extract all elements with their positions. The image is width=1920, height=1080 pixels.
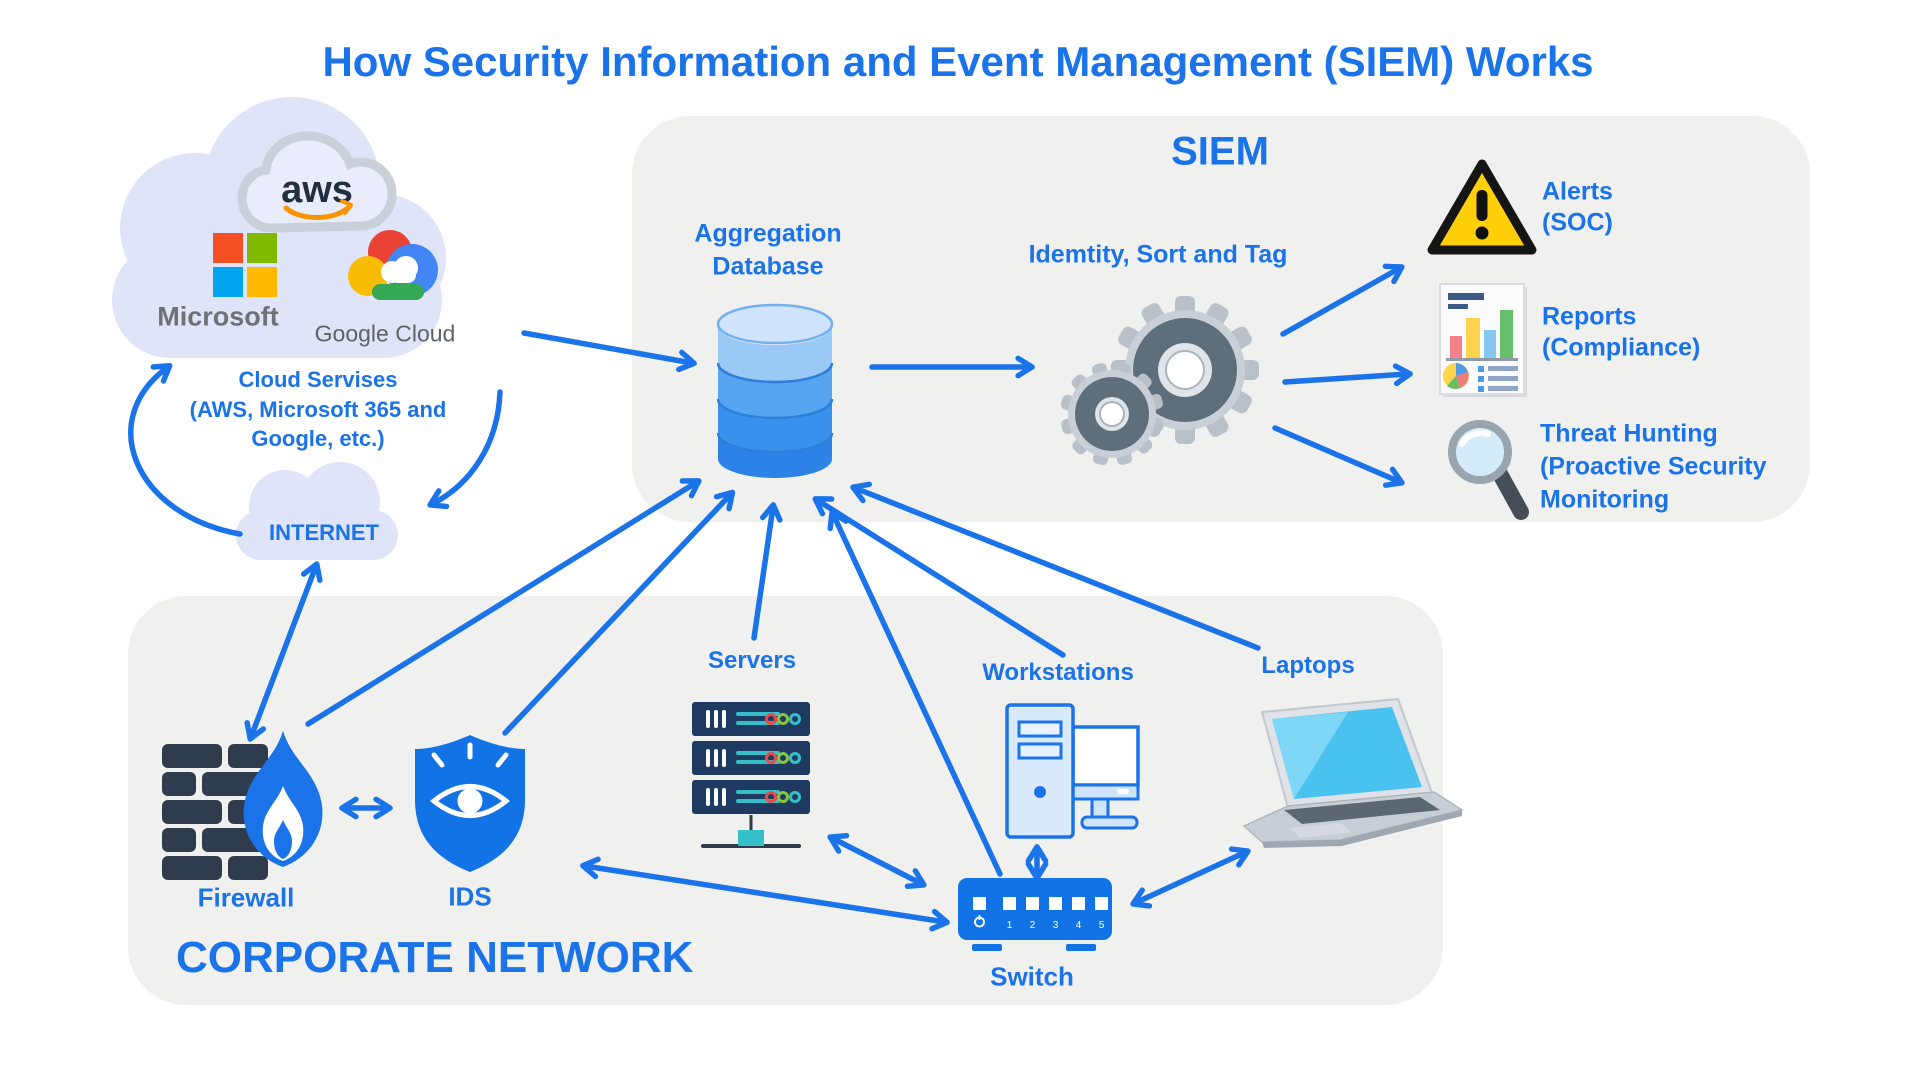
servers-label: Servers (707, 647, 797, 674)
servers-icon (692, 702, 810, 848)
cloud-caption-line2: (AWS, Microsoft 365 and (189, 397, 447, 422)
arrow-gears-to-alerts (1280, 263, 1405, 337)
aws-logo-icon: aws (237, 131, 397, 233)
workstation-icon (1005, 703, 1140, 839)
arrow-ids-to-database (502, 489, 736, 736)
warning-triangle-icon (1427, 159, 1537, 255)
arrow-laptops-to-database (850, 481, 1261, 651)
arrow-servers-to-database (751, 502, 783, 641)
laptop-icon (1242, 697, 1464, 848)
arrow-internet-to-cloud (128, 363, 243, 537)
google-cloud-logo-icon (348, 230, 438, 300)
arrow-firewall-to-database (305, 478, 702, 727)
arrow-gears-to-reports (1282, 363, 1413, 387)
switch-port-number: 5 (1099, 920, 1105, 931)
switch-label: Switch (990, 961, 1074, 992)
aggregation-database-label-line2: Database (712, 252, 824, 281)
microsoft-logo-icon (213, 233, 277, 297)
laptops-label: Laptops (1261, 652, 1355, 679)
database-icon (716, 303, 834, 478)
arrow-cloud-to-database (521, 330, 697, 373)
power-icon (974, 915, 985, 928)
switch-icon: 1 2 3 4 5 (958, 878, 1112, 951)
reports-label-line2: (Compliance) (1542, 333, 1701, 362)
switch-port-number: 1 (1007, 920, 1013, 931)
arrow-servers-switch (827, 832, 927, 890)
alerts-label-line2: (SOC) (1542, 208, 1613, 237)
arrow-internet-firewall (244, 561, 323, 742)
firewall-icon (162, 731, 323, 880)
threat-hunting-label-line1: Threat Hunting (1540, 419, 1718, 448)
aggregation-database-label-line1: Aggregation (694, 219, 842, 248)
ids-shield-icon (415, 735, 525, 872)
internet-label: INTERNET (269, 520, 379, 545)
microsoft-label: Microsoft (157, 301, 279, 332)
arrow-gears-to-threat-hunting (1272, 425, 1405, 488)
switch-port-number: 4 (1076, 920, 1082, 931)
arrow-cloud-to-internet (427, 389, 503, 510)
magnifier-icon (1448, 420, 1529, 520)
arrow-ids-switch (580, 856, 950, 932)
siem-panel-title: SIEM (1171, 129, 1269, 174)
reports-label-line1: Reports (1542, 302, 1637, 331)
aws-wordmark: aws (281, 169, 353, 211)
arrow-switch-to-database (827, 509, 1003, 877)
report-icon (1439, 283, 1527, 397)
arrow-laptop-switch (1130, 846, 1251, 909)
cloud-caption-line1: Cloud Servises (238, 367, 398, 392)
gears-icon (1059, 296, 1259, 467)
threat-hunting-label-line3: Monitoring (1540, 485, 1670, 514)
switch-port-number: 2 (1030, 920, 1036, 931)
corporate-network-title: CORPORATE NETWORK (176, 933, 694, 982)
firewall-label: Firewall (197, 882, 295, 913)
identity-sort-tag-label: Idemtity, Sort and Tag (1028, 240, 1288, 269)
workstations-label: Workstations (982, 659, 1134, 686)
cloud-caption-line3: Google, etc.) (251, 426, 385, 451)
threat-hunting-label-line2: (Proactive Security (1540, 452, 1767, 481)
page-title: How Security Information and Event Manag… (322, 38, 1594, 85)
ids-label: IDS (448, 881, 492, 912)
internet-cloud (236, 462, 398, 560)
arrow-workstations-to-database (812, 496, 1066, 658)
switch-port-number: 3 (1053, 920, 1059, 931)
google-cloud-label: Google Cloud (314, 320, 456, 347)
alerts-label-line1: Alerts (1542, 177, 1613, 206)
